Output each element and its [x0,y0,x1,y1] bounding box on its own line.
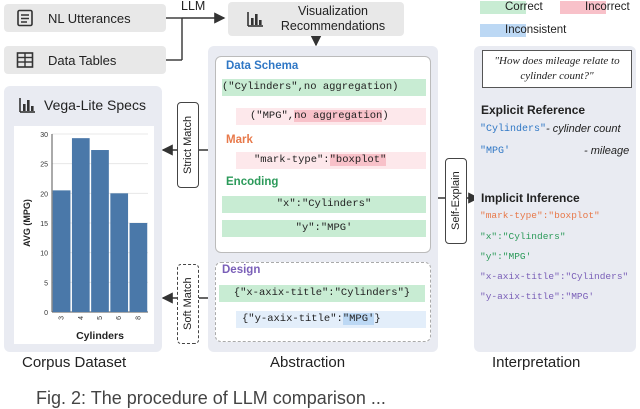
x-tick-label: 3 [59,316,66,320]
vis-rec-box: Visualization Recommendations [228,2,404,36]
implicit-item: "y-axix-title":"MPG' [480,291,595,302]
vis-rec-line-2: Recommendations [280,19,386,33]
schema-mpg-field: ("MPG", [250,110,295,122]
explicit-code-1: "Cylinders" [480,124,547,135]
y-tick-label: 25 [40,162,48,169]
legend-swatch-incorrect [560,1,606,14]
design-y-close: } [374,313,381,325]
vega-lite-icon [19,98,35,113]
table-icon [16,52,34,68]
schema-mpg-aggregation: no aggregation [294,110,383,122]
bar [110,193,129,312]
question-text: "How does mileage relate to cylinder cou… [494,55,620,82]
legend-swatch-correct [480,1,526,14]
llm-label: LLM [181,0,206,13]
x-tick-label: 5 [97,316,104,320]
y-tick-label: 20 [40,191,48,198]
explicit-title: Explicit Reference [481,103,586,117]
schema-mpg-close: ) [382,110,389,122]
nl-utterances-box: NL Utterances [4,4,166,32]
bar [129,223,148,312]
question-box: "How does mileage relate to cylinder cou… [482,50,632,88]
encoding-label: Encoding [226,176,279,188]
y-tick-label: 5 [44,280,48,287]
interpretation-footer: Interpretation [492,354,581,371]
design-y-key: {"y-axix-title": [242,313,343,325]
y-tick-label: 10 [40,251,48,258]
bar [71,138,90,312]
figure-caption: Fig. 2: The procedure of LLM comparison … [36,388,386,408]
implicit-item: "y":"MPG' [480,251,532,262]
y-tick-label: 0 [44,310,48,317]
vis-rec-title: Visualization Recommendations [270,4,404,34]
legend-swatch-inconsistent [480,24,526,37]
x-tick-label: 4 [78,316,85,320]
legend-correct: Correct [505,1,543,13]
abstraction-footer: Abstraction [270,354,346,371]
y-axis-title: AVG (MPG) [22,199,32,247]
corpus-title: Vega-Lite Specs [44,97,146,113]
explicit-code-2: "MPG' [480,146,511,157]
data-tables-label: Data Tables [48,52,117,68]
bar [52,190,71,312]
mark-key: "mark-type": [254,154,330,166]
data-schema-label: Data Schema [226,60,299,72]
legend-incorrect: Incorrect [585,1,630,13]
bar [91,150,109,312]
implicit-item: "x-axix-title":"Cylinders" [480,271,629,282]
x-tick-label: 8 [135,316,142,320]
design-card [215,262,431,342]
implicit-title: Implicit Inference [481,191,580,205]
encoding-x: "x":"Cylinders" [222,196,426,213]
implicit-item: "mark-type":"boxplot" [480,210,600,221]
x-tick-label: 6 [116,316,123,320]
vis-rec-line-1: Visualization [298,4,368,18]
input-connector [166,12,226,61]
data-tables-box: Data Tables [4,46,166,74]
design-x-title: {"x-axix-title":"Cylinders"} [219,285,425,302]
bar-chart-icon [247,12,263,27]
mark-line: "mark-type":"boxplot" [236,152,426,169]
design-label: Design [222,264,261,276]
implicit-item: "x":"Cylinders" [480,231,566,242]
schema-cylinders: ("Cylinders",no aggregation) [222,79,426,96]
design-y-value: "MPG' [342,313,375,325]
strict-match-label: Strict Match [177,102,199,188]
y-tick-label: 30 [40,132,48,139]
schema-mpg: ("MPG",no aggregation) [236,108,426,125]
explicit-text-2: - mileage [584,145,630,157]
self-explain-label: Self-Explain [445,158,467,244]
nl-utterances-label: NL Utterances [48,10,131,26]
document-icon [17,9,33,27]
explicit-text-1: - cylinder count [546,123,621,135]
soft-match-label: Soft Match [177,264,199,344]
mark-value: "boxplot" [329,154,387,166]
legend-inconsistent: Inconsistent [505,24,567,36]
encoding-y: "y":"MPG' [222,220,426,237]
mark-label: Mark [226,134,253,146]
interpretation-panel [474,46,636,352]
x-axis-title: Cylinders [76,330,124,342]
y-tick-label: 15 [40,221,48,228]
corpus-footer: Corpus Dataset [22,354,127,371]
design-y-title: {"y-axix-title":"MPG'} [236,311,426,328]
